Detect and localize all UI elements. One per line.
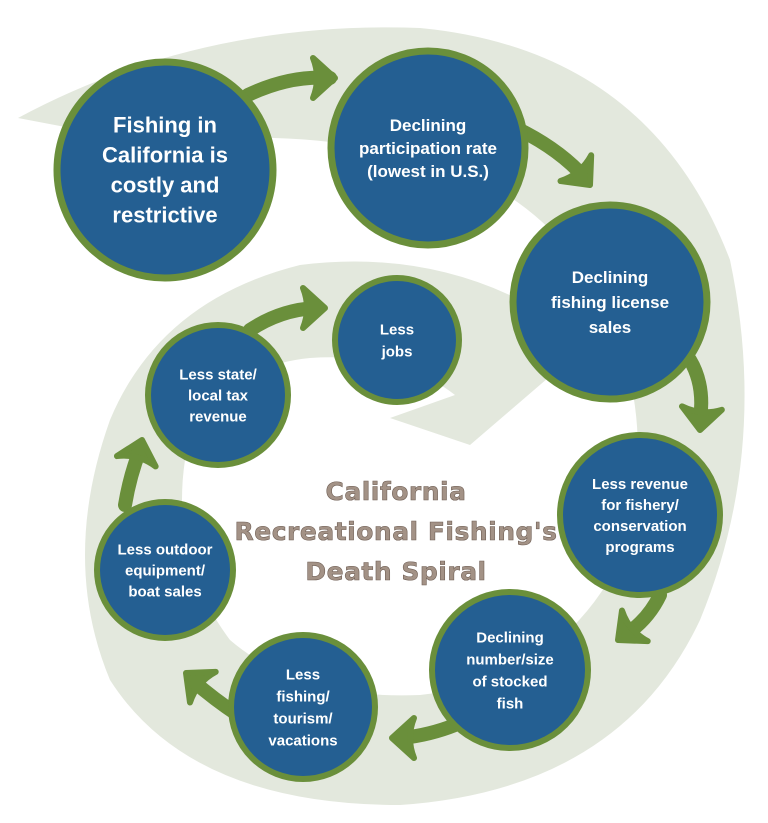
node-label-line: Less revenue [592, 476, 688, 493]
node-label-line: Less [286, 666, 320, 683]
arrow-head-icon [183, 668, 219, 706]
node-circle [332, 275, 462, 405]
node-circle [228, 632, 378, 782]
node-label-line: of stocked [472, 673, 547, 690]
node-label-line: Fishing in [113, 113, 217, 138]
arrow-head-icon [678, 403, 725, 433]
node-circle [53, 58, 277, 282]
title-line-1: California [326, 477, 467, 506]
node-fishing-costly: Fishing in California is costly and restric… [53, 58, 277, 282]
node-label-line: tourism/ [273, 710, 333, 727]
node-label-line: conservation [593, 518, 686, 535]
arrow-declining-stocked-fish-to-less-tourism [389, 715, 462, 761]
nodes-layer: Fishing in California is costly and restric… [53, 47, 723, 782]
node-label-line: programs [605, 539, 674, 556]
node-declining-participation: Declining participation rate (lowest in U.… [327, 47, 529, 249]
arrow-head-icon [557, 152, 595, 188]
title-line-2: Recreational Fishing's [235, 517, 558, 546]
arrow-head-icon [310, 55, 338, 101]
node-label-line: Less outdoor [117, 541, 212, 558]
node-label-line: sales [589, 318, 632, 337]
node-label-line: jobs [381, 343, 413, 360]
node-label-line: restrictive [112, 203, 217, 228]
arrows-layer [113, 55, 725, 761]
node-label-line: number/size [466, 651, 554, 668]
node-label-line: California is [102, 143, 228, 168]
node-declining-stocked-fish: Declining number/size of stocked fish [429, 589, 591, 751]
node-less-tax-revenue: Less state/local tax revenue [145, 322, 291, 468]
arrow-fishing-costly-to-declining-participation [241, 55, 338, 102]
node-label-line: Declining [476, 629, 544, 646]
node-circle [145, 322, 291, 468]
node-label-line: participation rate [359, 139, 497, 158]
arrow-head-icon [300, 285, 328, 331]
node-circle [557, 432, 723, 598]
node-label-line: for fishery/ [601, 497, 679, 514]
arrow-less-revenue-to-declining-stocked-fish [615, 588, 667, 645]
node-circle [509, 201, 711, 403]
node-label-line: fishing license [551, 293, 669, 312]
node-label-line: costly and [111, 173, 220, 198]
arrow-declining-participation-to-declining-license-sales [513, 123, 595, 188]
title-line-3: Death Spiral [305, 557, 486, 586]
diagram-title: California Recreational Fishing's Death … [234, 477, 558, 587]
node-label-line: fishing/ [276, 688, 330, 705]
node-less-tourism: Less fishing/tourism/vacations [228, 632, 378, 782]
arrow-head-icon [113, 437, 159, 470]
arrow-less-tax-revenue-to-less-jobs [243, 285, 328, 337]
node-circle [429, 589, 591, 751]
node-declining-license-sales: Declining fishing license sales [509, 201, 711, 403]
node-label-line: (lowest in U.S.) [367, 162, 489, 181]
node-label-line: vacations [268, 732, 337, 749]
node-circle [327, 47, 529, 249]
node-label-line: Declining [572, 268, 649, 287]
node-label-line: boat sales [128, 583, 201, 600]
node-less-equipment-sales: Less outdoor equipment/boat sales [94, 499, 236, 641]
node-label-line: local tax [188, 387, 249, 404]
node-less-revenue: Less revenue for fishery/conservation prog… [557, 432, 723, 598]
node-label-line: Less state/ [179, 366, 257, 383]
node-less-jobs: Less jobs [332, 275, 462, 405]
node-label-line: equipment/ [125, 562, 206, 579]
node-label-line: Less [380, 321, 414, 338]
arrow-less-equipment-sales-to-less-tax-revenue [113, 437, 159, 512]
arrow-declining-license-sales-to-less-revenue [678, 353, 725, 433]
arrow-head-icon [615, 607, 651, 645]
node-label-line: Declining [390, 116, 467, 135]
node-label-line: revenue [189, 408, 247, 425]
arrow-head-icon [389, 715, 417, 761]
node-label-line: fish [497, 695, 524, 712]
node-circle [94, 499, 236, 641]
